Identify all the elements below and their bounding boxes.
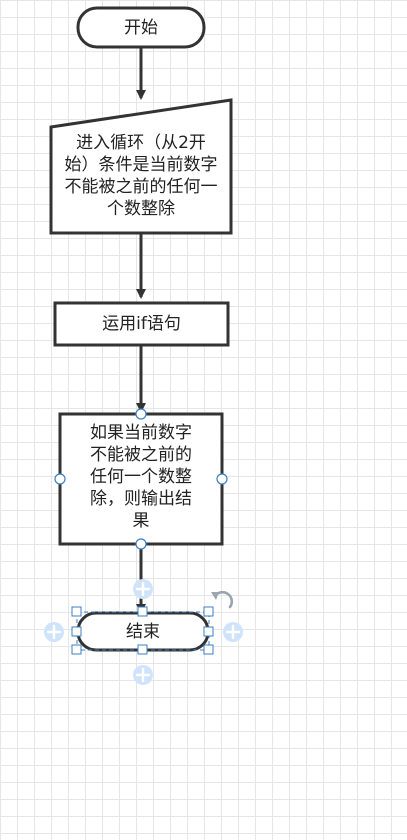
- connection-point-bottom[interactable]: [135, 538, 147, 550]
- add-connection-right-icon[interactable]: [223, 622, 243, 642]
- connection-point-right[interactable]: [216, 473, 228, 485]
- condition-label: 如果当前数字 不能被之前的 任何一个数整 除，则输出结 果: [90, 423, 192, 531]
- resize-handle-sw[interactable]: [71, 644, 82, 655]
- start-label: 开始: [124, 17, 158, 38]
- add-connection-top-icon[interactable]: [133, 579, 153, 599]
- add-connection-left-icon[interactable]: [44, 622, 64, 642]
- resize-handle-e[interactable]: [203, 626, 214, 637]
- start-terminator[interactable]: [76, 6, 206, 49]
- rotate-icon[interactable]: [211, 590, 234, 609]
- add-connection-bottom-icon[interactable]: [133, 665, 153, 685]
- connection-point-top[interactable]: [135, 408, 147, 420]
- loop-label: 进入循环（从2开 始）条件是当前数字 不能被之前的任何一 个数整除: [64, 133, 218, 219]
- resize-handle-ne[interactable]: [203, 606, 214, 617]
- loop-manual-input[interactable]: [49, 98, 233, 235]
- use-if-process[interactable]: [53, 301, 230, 347]
- connection-points: [54, 408, 228, 550]
- resize-handle-s[interactable]: [137, 644, 148, 655]
- resize-handle-n[interactable]: [137, 606, 148, 617]
- resize-handle-w[interactable]: [71, 626, 82, 637]
- resize-handle-nw[interactable]: [71, 606, 82, 617]
- resize-handles: [71, 606, 214, 655]
- resize-handle-se[interactable]: [203, 644, 214, 655]
- end-label: 结束: [126, 621, 160, 642]
- connection-point-left[interactable]: [54, 473, 66, 485]
- use-if-label: 运用if语句: [102, 314, 181, 334]
